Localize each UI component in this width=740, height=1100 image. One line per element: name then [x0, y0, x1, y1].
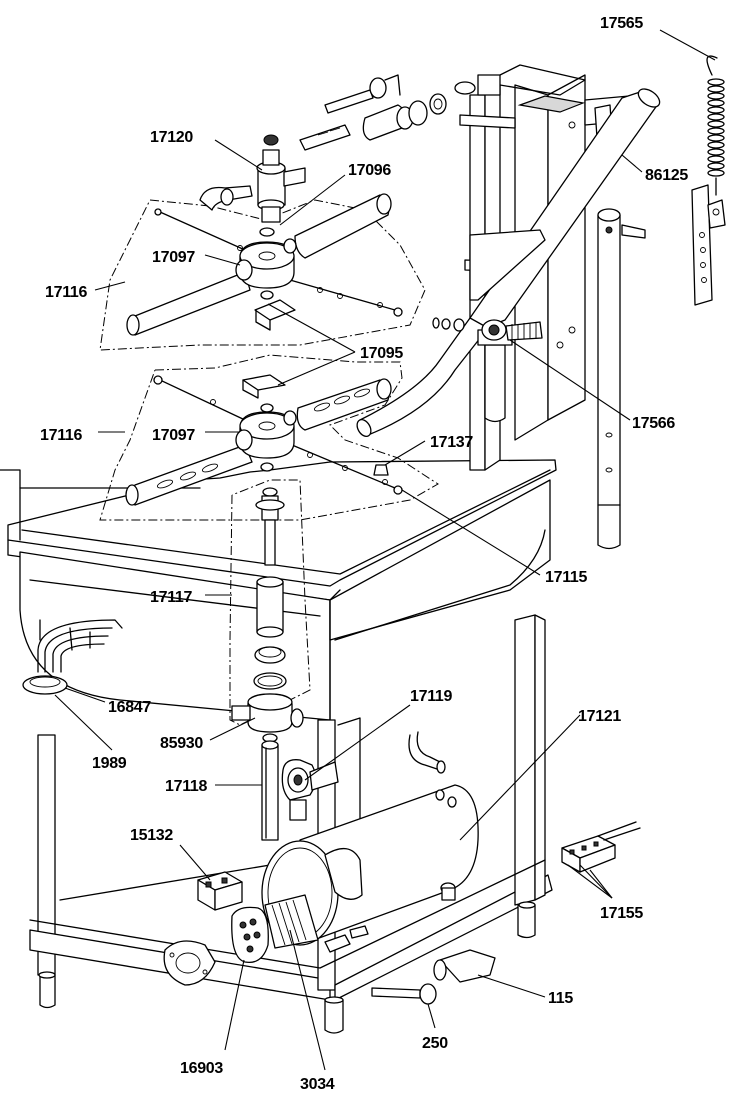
label-16903: 16903	[180, 1060, 223, 1077]
label-3034: 3034	[300, 1076, 335, 1093]
label-85930: 85930	[160, 735, 203, 752]
valve	[281, 731, 446, 821]
label-250: 250	[422, 1035, 448, 1052]
label-17565: 17565	[600, 15, 643, 32]
label-17097-upper: 17097	[152, 249, 195, 266]
label-17121: 17121	[578, 708, 621, 725]
label-17097-lower: 17097	[152, 427, 195, 444]
label-16847: 16847	[108, 699, 151, 716]
part-labels: 17565 17120 17096 86125 17097 17116 1709…	[40, 15, 689, 1093]
upper-spray-arm	[99, 134, 426, 351]
label-17120: 17120	[150, 129, 193, 146]
lower-spray-arm	[99, 354, 439, 521]
label-17116-upper: 17116	[45, 284, 88, 301]
label-15132: 15132	[130, 827, 173, 844]
label-115: 115	[548, 990, 573, 1007]
lift-rod	[597, 208, 646, 550]
label-17155: 17155	[600, 905, 643, 922]
label-17096: 17096	[348, 162, 391, 179]
spring	[691, 55, 726, 306]
label-86125: 86125	[645, 167, 688, 184]
leader-lines	[54, 29, 716, 1071]
label-17118: 17118	[165, 778, 208, 795]
label-17117: 17117	[150, 589, 193, 606]
wash-pipe	[229, 479, 311, 841]
label-1989: 1989	[92, 755, 127, 772]
handle-arm	[356, 88, 661, 438]
label-17115: 17115	[545, 569, 588, 586]
small-parts	[163, 821, 641, 986]
boiler	[231, 784, 496, 1005]
label-17116-lower: 17116	[40, 427, 83, 444]
label-17566: 17566	[632, 415, 675, 432]
label-17137: 17137	[430, 434, 473, 451]
top-fittings	[299, 74, 447, 151]
heating-element	[22, 619, 123, 695]
label-17119: 17119	[410, 688, 453, 705]
label-17095: 17095	[360, 345, 403, 362]
